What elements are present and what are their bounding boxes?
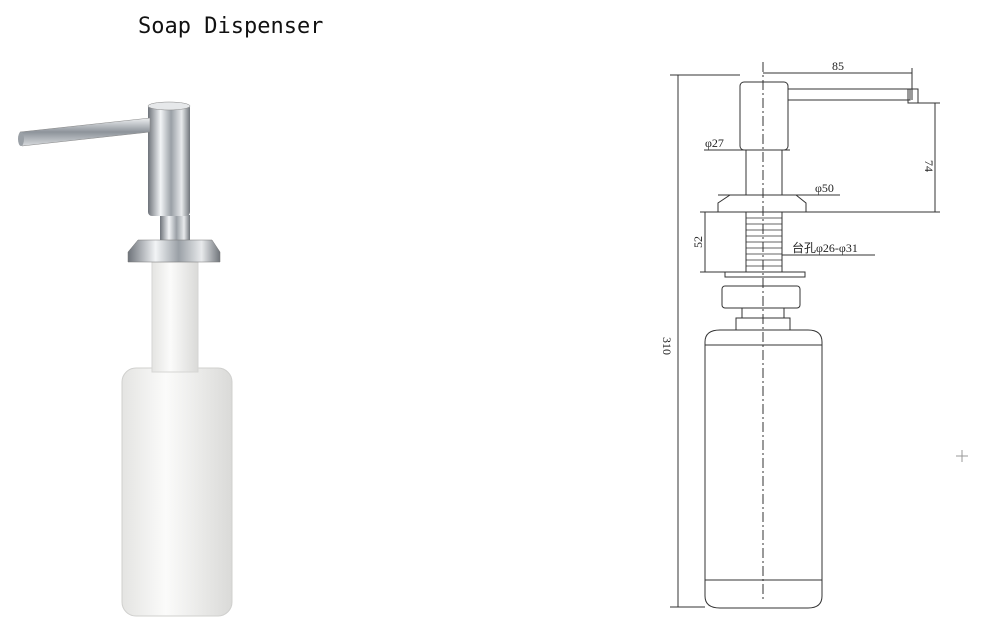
dispenser-photo — [18, 101, 233, 617]
bottle — [121, 367, 233, 617]
tube — [151, 261, 199, 373]
dim-hole-size: 台孔φ26-φ31 — [792, 240, 858, 255]
bottle-outline — [704, 329, 823, 609]
flange — [127, 239, 221, 263]
nut — [721, 285, 801, 309]
spout — [19, 117, 151, 147]
dim-thread-length: 52 — [691, 236, 705, 248]
technical-drawing — [670, 62, 968, 609]
dim-spout-reach: 85 — [832, 59, 844, 73]
dim-pump-height: 74 — [922, 160, 936, 172]
dim-total-height: 310 — [660, 337, 674, 355]
pump-head — [148, 104, 190, 216]
crosshair-icon — [956, 450, 968, 462]
dim-head-diameter: φ27 — [705, 136, 724, 150]
dim-flange-diameter: φ50 — [815, 181, 834, 195]
dimension-labels: 85 74 φ27 φ50 52 台孔φ26-φ31 310 — [660, 59, 936, 355]
product-title: Soap Dispenser — [138, 14, 324, 39]
pump-head-outline — [739, 81, 789, 151]
